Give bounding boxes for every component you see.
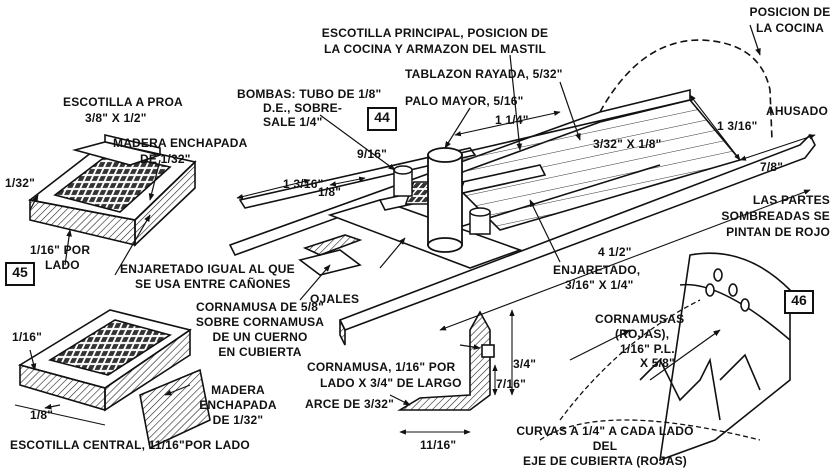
dimension-3-32x1-8: 3/32" x 1/8" [593, 137, 662, 151]
taper-label: AHUSADO [766, 104, 829, 118]
pumps-label-line3: SALE 1/4" [263, 115, 323, 129]
dimension-3-4: 3/4" [513, 357, 537, 371]
central-hatch-label: ESCOTILLA CENTRAL, 11/16"POR LADO [10, 438, 250, 452]
dimension-4-1-2: 4 1/2" [598, 245, 632, 259]
horn-cleat-label-line4: EN CUBIERTA [218, 345, 302, 359]
plywood-label-top: MADERA ENCHAPADA [113, 136, 248, 150]
main-hatch-label-line1: ESCOTILLA PRINCIPAL, POSICION DE [321, 26, 549, 40]
maple-label: ARCE DE 3/32" [305, 397, 394, 411]
deck-curve-line [539, 419, 761, 441]
plywood-label-bottom-line3: DE 1/32" [212, 413, 264, 427]
main-hatch-label-line2: LA COCINA Y ARMAZON DEL MASTIL [324, 42, 546, 56]
red-cleats-label-line4: x 5/8" [640, 356, 675, 370]
dimension-1-1-4: 1 1/4" [495, 113, 529, 127]
pumps-label-line2: D.E., SOBRE- [263, 101, 343, 115]
cleat-length-label-line2: LADO X 3/4" DE LARGO [320, 376, 462, 390]
figure-tag-44: 44 [367, 107, 397, 131]
dimension-7-16: 7/16" [496, 377, 527, 391]
eyelets-label: OJALES [310, 292, 360, 306]
mast-drawing [427, 147, 463, 253]
grating-label-line2: SE USA ENTRE CAÑONES [135, 277, 291, 291]
grating-dim-label-line2: 3/16" x 1/4" [565, 278, 634, 292]
dimension-9-16: 9/16" [357, 147, 388, 161]
bow-hatch-label: ESCOTILLA A PROA [63, 95, 183, 109]
dimension-1-16-left: 1/16" [12, 330, 43, 344]
curves-label-line3: EJE DE CUBIERTA (ROJAS) [523, 454, 687, 468]
galley-position-label-line2: LA COCINA [755, 21, 825, 35]
bow-hatch-dimension: 3/8" x 1/2" [85, 111, 147, 125]
dimension-1-8-bottom: 1/8" [30, 408, 54, 422]
per-side-label-line1: 1/16" POR [30, 243, 91, 257]
pumps-label-line1: BOMBAS: TUBO DE 1/8" [237, 87, 382, 101]
leader-lines [29, 24, 761, 410]
dimension-1-3-16-right: 1 3/16" [717, 119, 758, 133]
dimension-1-32: 1/32" [5, 176, 36, 190]
plywood-label-top-dim: DE 1/32" [140, 152, 191, 166]
horn-cleat-label-line3: DE UN CUERNO [212, 330, 308, 344]
shaded-parts-label-line1: LAS PARTES [752, 193, 830, 207]
grating-dim-label-line1: ENJARETADO, [553, 263, 641, 277]
shaded-parts-label-line3: PINTAN DE ROJO [726, 225, 830, 239]
central-hatch-drawing [17, 309, 211, 450]
horn-cleat-label-line2: SOBRE CORNAMUSA [195, 315, 325, 329]
red-cleats-label-line2: (ROJAS), [615, 327, 670, 341]
grating-label-line1: ENJARETADO IGUAL AL QUE [120, 262, 295, 276]
shaded-parts-label-line2: SOMBREADAS SE [721, 209, 830, 223]
main-mast-label: PALO MAYOR, 5/16" [405, 94, 524, 108]
red-cleats-label-line1: CORNAMUSAS [595, 312, 685, 326]
figure-tag-45: 45 [5, 262, 35, 286]
per-side-label-line2: LADO [45, 258, 80, 272]
curves-label-line2: DEL [592, 439, 618, 453]
planking-label: TABLAZON RAYADA, 5/32" [405, 67, 563, 81]
plywood-label-bottom-line1: MADERA [211, 383, 265, 397]
dimension-1-3-16-left: 1 3/16" [283, 177, 324, 191]
cleat-length-label-line1: CORNAMUSA, 1/16" POR [307, 360, 456, 374]
dimension-11-16: 11/16" [420, 438, 457, 452]
dimension-1-8-mid: 1/8" [318, 185, 342, 199]
figure-tag-46: 46 [784, 290, 814, 314]
galley-position-label-line1: POSICION DE [749, 5, 831, 19]
curves-label-line1: CURVAS A 1/4" A CADA LADO [516, 424, 694, 438]
horn-cleat-label-line1: CORNAMUSA DE 5/8" [196, 300, 324, 314]
dimension-7-8: 7/8" [760, 160, 784, 174]
dimension-lines [14, 94, 816, 435]
red-cleats-label-line3: 1/16" P.L. [620, 342, 675, 356]
plywood-label-bottom-line2: ENCHAPADA [199, 398, 277, 412]
galley-outline [599, 39, 773, 141]
